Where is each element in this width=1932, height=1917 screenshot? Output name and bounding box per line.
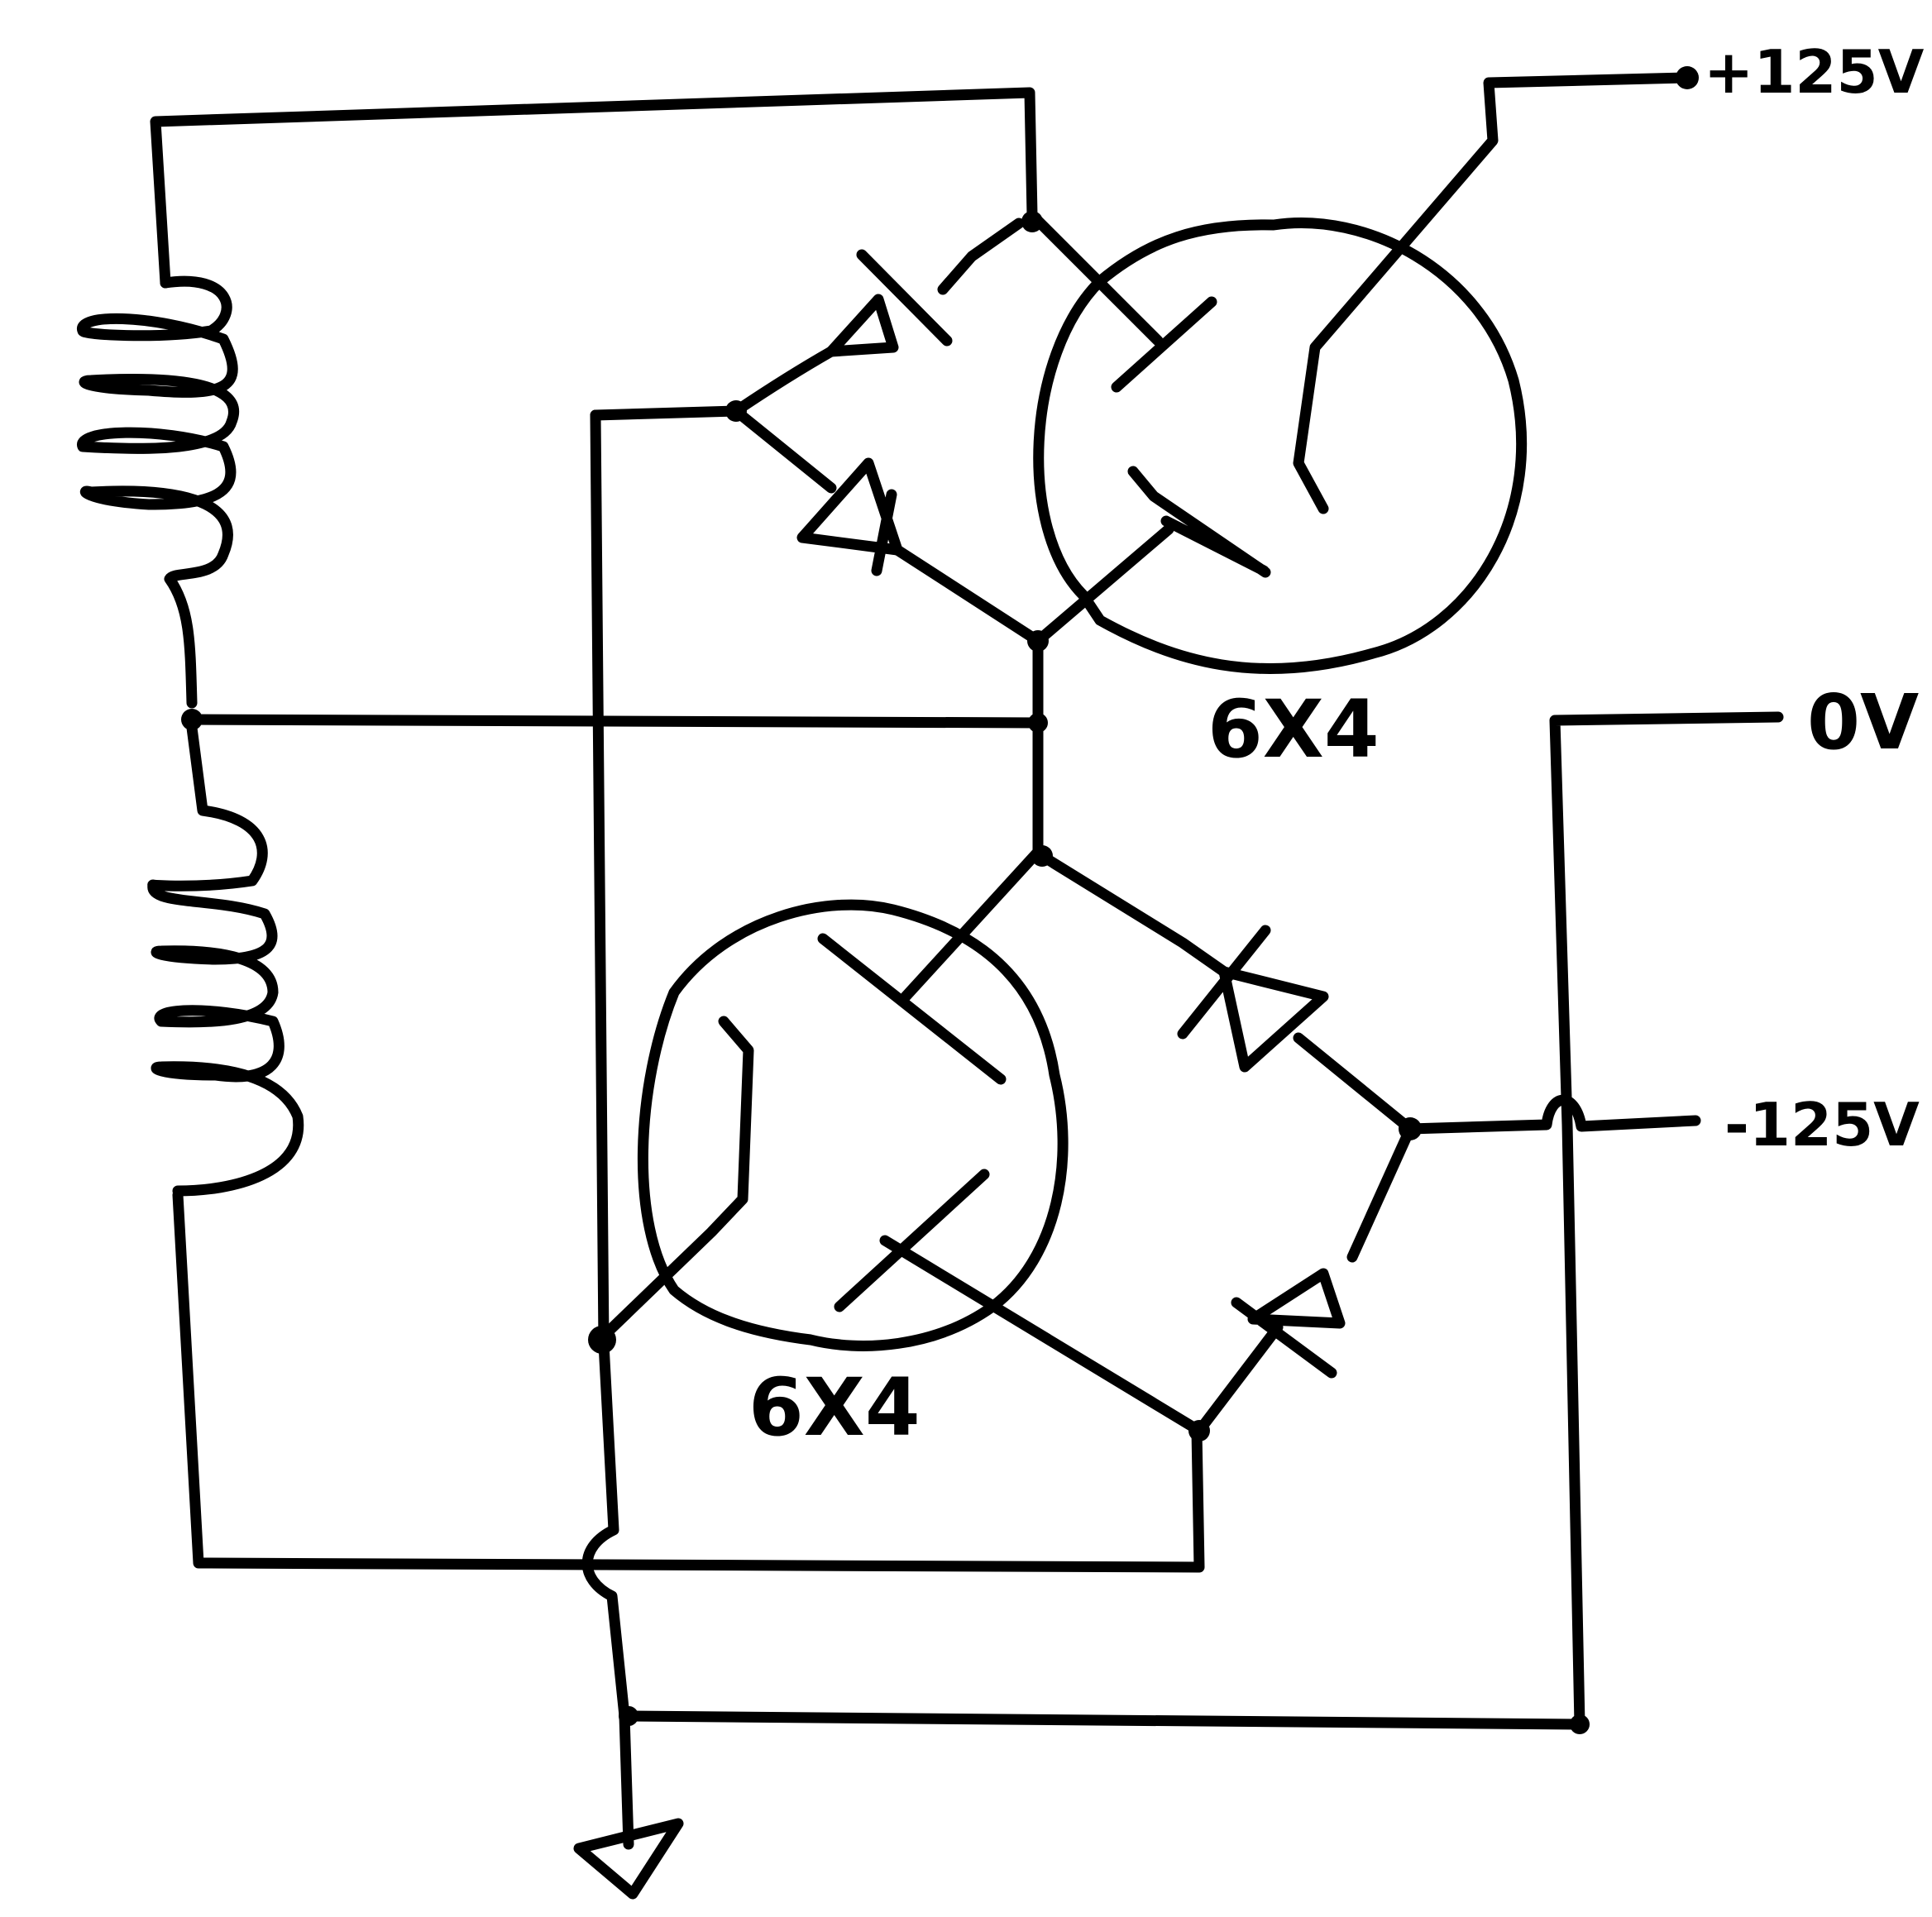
tube-lower [590,846,1205,1437]
junction-dot [1021,211,1043,232]
lower-bridge [1036,850,1701,1437]
label-minus-125v: -125V [1724,1090,1920,1159]
diode-upper-left-symbol [825,249,953,357]
transformer-secondary [77,87,1205,1573]
tube-lower-plate [590,1016,754,1350]
tube-upper-heater-b [1127,466,1271,578]
diode-lower-left-symbol [796,457,903,576]
tube-upper-plate [1293,72,1693,514]
tube-lower-heater-a [817,846,1044,1085]
junction-dot [181,709,203,730]
label-zero-volt: 0V [1807,678,1919,767]
tube-lower-envelope [638,899,1069,1351]
junction-dot [1027,630,1049,652]
lower-bridge-wire-a [1036,850,1230,978]
upper-bridge [590,218,1044,858]
diode-lower-right-lead-top [1346,1123,1416,1263]
tube-upper-envelope [1033,217,1528,675]
diode-upper-left-leads [730,218,1025,417]
tube-upper-heater-a [1026,209,1217,393]
junction-dot [619,1706,638,1726]
ground-triangle [573,1818,684,1900]
diode-lower-right-lead-bottom [1193,1322,1284,1437]
ground-symbol [573,1818,684,1900]
zero-volt-rail [619,711,1784,1730]
zero-volt-return [619,1710,1585,1730]
bottom-loop-wire [172,1189,1205,1573]
upper-bridge-left-wire [590,405,742,421]
coil-lower [147,722,304,1197]
terminal-dot [1676,66,1699,89]
top-loop-wire [150,87,1038,289]
junction-dot [1028,713,1048,733]
junction-dot [1031,845,1053,867]
diode-upper-right-symbol [1177,925,1329,1073]
junction-dot [1570,1714,1590,1734]
coil-upper [77,275,239,709]
diode-upper-right-lead [1293,1032,1416,1135]
zero-volt-output [1549,711,1784,1730]
diode-lower-right-symbol [1231,1268,1346,1379]
tube-lower-heater-b [834,1169,1205,1437]
label-tube-upper: 6X4 [1208,683,1380,776]
junction-dot [1188,1420,1210,1441]
diode-lower-left-leads [730,405,1044,647]
junction-dots [181,66,1699,1734]
junction-dot [588,1326,616,1354]
label-tube-lower: 6X4 [748,1361,921,1454]
left-bus [581,409,634,1850]
tube-upper-cathode-to-bridge [1032,523,1174,647]
junction-dot [1399,1117,1422,1140]
left-bus-wire [581,409,634,1850]
negative-output-wire [1404,1094,1701,1135]
tube-upper [1026,72,1693,675]
junction-dot [725,400,747,422]
center-tap-wire [186,714,1044,729]
label-plus-125v: +125V [1704,37,1925,107]
